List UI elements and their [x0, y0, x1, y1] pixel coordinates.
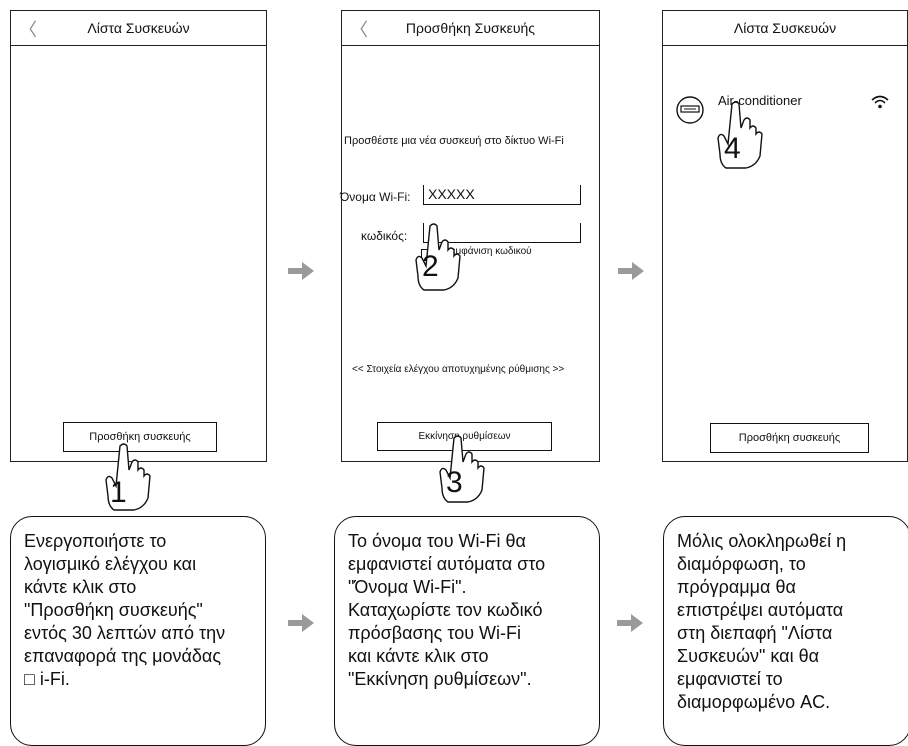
- failed-setup-link[interactable]: << Στοιχεία ελέγχου αποτυχημένης ρύθμιση…: [352, 364, 565, 375]
- hand-pointer-icon: 4: [717, 101, 763, 169]
- screen-device-list-empty: 〈 Λίστα Συσκευών Προσθήκη συσκευής: [10, 10, 267, 462]
- add-device-prompt: Προσθέστε μια νέα συσκευή στο δίκτυο Wi-…: [344, 135, 564, 147]
- password-label: κωδικός:: [361, 229, 408, 243]
- screen3-title: Λίστα Συσκευών: [733, 20, 837, 36]
- back-icon[interactable]: 〈: [19, 20, 37, 41]
- wifi-name-label: Όνομα Wi-Fi:: [340, 190, 411, 204]
- screen2-title: Προσθήκη Συσκευής: [405, 20, 536, 36]
- hand-pointer-icon: 1: [105, 443, 151, 511]
- caption-step-1: Ενεργοποιήστε το λογισμικό ελέγχου και κ…: [10, 516, 266, 746]
- step-number: 4: [724, 132, 741, 165]
- caption-step-4: Μόλις ολοκληρωθεί η διαμόρφωση, το πρόγρ…: [663, 516, 908, 746]
- air-conditioner-icon: [676, 96, 704, 124]
- screen1-header: 〈 Λίστα Συσκευών: [11, 11, 266, 46]
- screen-add-device: 〈 Προσθήκη Συσκευής Προσθέστε μια νέα συ…: [340, 10, 600, 462]
- screen3-header: Λίστα Συσκευών: [663, 11, 907, 46]
- arrow-right-icon: [617, 614, 643, 632]
- step-number: 3: [446, 466, 463, 499]
- back-icon[interactable]: 〈: [350, 20, 368, 41]
- wifi-name-field[interactable]: XXXXX: [423, 185, 581, 205]
- device-row[interactable]: Air-conditioner: [663, 89, 907, 129]
- screen1-title: Λίστα Συσκευών: [87, 20, 190, 36]
- password-field[interactable]: [423, 223, 581, 243]
- screen2-header: 〈 Προσθήκη Συσκευής: [342, 11, 599, 46]
- add-device-button[interactable]: Προσθήκη συσκευής: [63, 422, 217, 452]
- step-number: 2: [422, 250, 439, 283]
- caption-step-2-3: Το όνομα του Wi-Fi θα εμφανιστεί αυτόματ…: [334, 516, 600, 746]
- hand-pointer-icon: 2: [415, 223, 461, 291]
- screen-device-list-configured: Λίστα Συσκευών Air-conditioner Προσθήκη …: [662, 10, 908, 462]
- add-device-button[interactable]: Προσθήκη συσκευής: [710, 423, 869, 453]
- step-number: 1: [110, 476, 127, 509]
- start-setup-button[interactable]: Εκκίνηση ρυθμίσεων: [377, 422, 552, 451]
- arrow-right-icon: [618, 262, 644, 280]
- wifi-name-value: XXXXX: [428, 186, 475, 202]
- show-password-label: εμφάνιση κωδικού: [451, 246, 532, 257]
- wifi-icon: [871, 95, 889, 109]
- arrow-right-icon: [288, 614, 314, 632]
- arrow-right-icon: [288, 262, 314, 280]
- hand-pointer-icon: 3: [439, 435, 485, 503]
